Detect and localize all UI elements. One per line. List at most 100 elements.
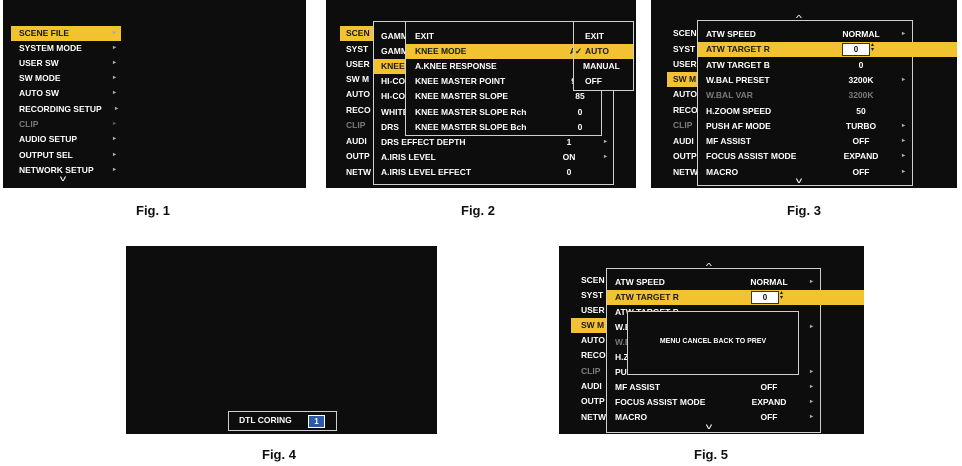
chevron-down-icon[interactable]: v — [795, 176, 803, 185]
menu-item[interactable]: A.KNEE RESPONSE — [406, 59, 601, 74]
menu-item-label: OUTP — [581, 396, 605, 406]
menu-item[interactable]: ATW TARGET R — [607, 290, 820, 305]
menu-item[interactable]: RECO — [667, 103, 707, 118]
menu-item-label: SYST — [346, 44, 369, 54]
up-down-spinner-icon[interactable]: ▴▾ — [871, 42, 875, 53]
chevron-up-icon[interactable]: ^ — [705, 262, 712, 271]
menu-item[interactable]: AUDIO SETUP▸ — [11, 132, 121, 147]
menu-item[interactable]: NETW — [571, 410, 611, 425]
menu-item[interactable]: AUTO — [667, 87, 707, 102]
option-item[interactable]: MANUAL — [574, 59, 633, 74]
dtl-coring-value[interactable]: 1 — [308, 415, 325, 428]
menu-item[interactable]: DRS — [374, 120, 414, 135]
option-item[interactable]: EXIT — [574, 29, 633, 44]
menu-item[interactable]: WHITE — [374, 105, 414, 120]
menu-item[interactable]: W.B▸ — [607, 320, 820, 335]
menu-item[interactable]: KNEE MODEAU — [406, 44, 601, 59]
menu-item-label: SYST — [581, 290, 604, 300]
option-item[interactable]: ✓AUTO — [574, 44, 633, 59]
menu-item[interactable]: USER — [571, 303, 611, 318]
menu-item-value: 50 — [856, 106, 866, 116]
menu-item[interactable]: RECO — [340, 103, 380, 118]
menu-item[interactable]: HI-CO — [374, 89, 414, 104]
menu-item[interactable]: AUTO — [571, 333, 611, 348]
menu-item-label: ATW TARGET B — [706, 60, 770, 70]
menu-item[interactable]: RECO — [571, 348, 611, 363]
menu-item[interactable]: OUTP — [340, 149, 380, 164]
menu-item[interactable]: OUTP — [667, 149, 707, 164]
right-triangle-icon: ▸ — [113, 60, 117, 66]
chevron-down-icon[interactable]: v — [705, 422, 713, 431]
menu-item[interactable]: EXIT — [406, 29, 601, 44]
menu-item[interactable]: H.ZO — [607, 350, 820, 365]
right-triangle-icon: ▸ — [604, 154, 608, 160]
menu-item[interactable]: SCEN — [667, 26, 707, 41]
right-triangle-icon: ▸ — [810, 369, 814, 375]
right-triangle-icon: ▸ — [113, 136, 117, 142]
menu-item-label: CLIP — [581, 366, 601, 376]
menu-item-label: ATW SPEED — [706, 29, 756, 39]
menu-item[interactable]: AUDI — [571, 379, 611, 394]
menu-item-value: TURBO — [845, 121, 877, 131]
menu-item[interactable]: USER — [667, 57, 707, 72]
value-input[interactable]: 0 — [842, 43, 870, 56]
menu-item[interactable]: SW MODE▸ — [11, 71, 121, 86]
menu-item[interactable]: RECORDING SETUP▸ — [11, 102, 121, 117]
menu-item[interactable]: USER SW▸ — [11, 56, 121, 71]
up-down-spinner-icon[interactable]: ▴▾ — [780, 290, 784, 301]
menu-item[interactable]: GAMM — [374, 44, 414, 59]
menu-item[interactable]: USER — [340, 57, 380, 72]
figure-caption: Fig. 3 — [787, 203, 821, 218]
menu-item[interactable]: OUTP — [571, 394, 611, 409]
menu-item[interactable]: NETW — [340, 165, 380, 180]
menu-item[interactable]: SCEN — [571, 273, 611, 288]
menu-item[interactable]: OUTPUT SEL▸ — [11, 148, 121, 163]
menu-item[interactable]: KNEE MASTER POINT93 — [406, 74, 601, 89]
menu-item[interactable]: AUDI — [667, 134, 707, 149]
menu-item[interactable]: SCEN — [340, 26, 380, 41]
chevron-down-icon[interactable]: v — [59, 174, 67, 183]
chevron-up-icon[interactable]: ^ — [795, 14, 802, 23]
menu-item[interactable]: SW M — [571, 318, 611, 333]
menu-item[interactable]: NETWORK SETUP▸ — [11, 163, 121, 178]
menu-item[interactable]: GAMM — [374, 29, 414, 44]
menu-item-label: MACRO — [706, 167, 739, 177]
menu-item[interactable]: SYSTEM MODE▸ — [11, 41, 121, 56]
menu-item[interactable]: AUDI — [340, 134, 380, 149]
option-item[interactable]: OFF — [574, 74, 633, 89]
menu-item[interactable]: ATW TARGET R — [698, 42, 912, 57]
menu-item[interactable]: HI-CO — [374, 74, 414, 89]
menu-item-label: HI-CO — [381, 91, 406, 101]
figure-caption: Fig. 1 — [136, 203, 170, 218]
menu-item[interactable]: KNEE — [374, 59, 410, 74]
menu-item[interactable]: SYST — [340, 42, 380, 57]
right-triangle-icon: ▸ — [604, 139, 608, 145]
menu-item[interactable]: SYST — [571, 288, 611, 303]
fig1-screen: SCENE FILE▸ SYSTEM MODE▸ USER SW▸ SW MOD… — [3, 0, 306, 188]
menu-item[interactable]: SW M — [340, 72, 380, 87]
menu-item[interactable]: SCENE FILE▸ — [11, 26, 121, 41]
menu-item[interactable]: AUTO SW▸ — [11, 86, 121, 101]
menu-item[interactable]: SYST — [667, 42, 707, 57]
menu-item[interactable]: NETW — [667, 165, 707, 180]
value-input[interactable]: 0 — [751, 291, 779, 304]
menu-item[interactable]: AUTO — [340, 87, 380, 102]
